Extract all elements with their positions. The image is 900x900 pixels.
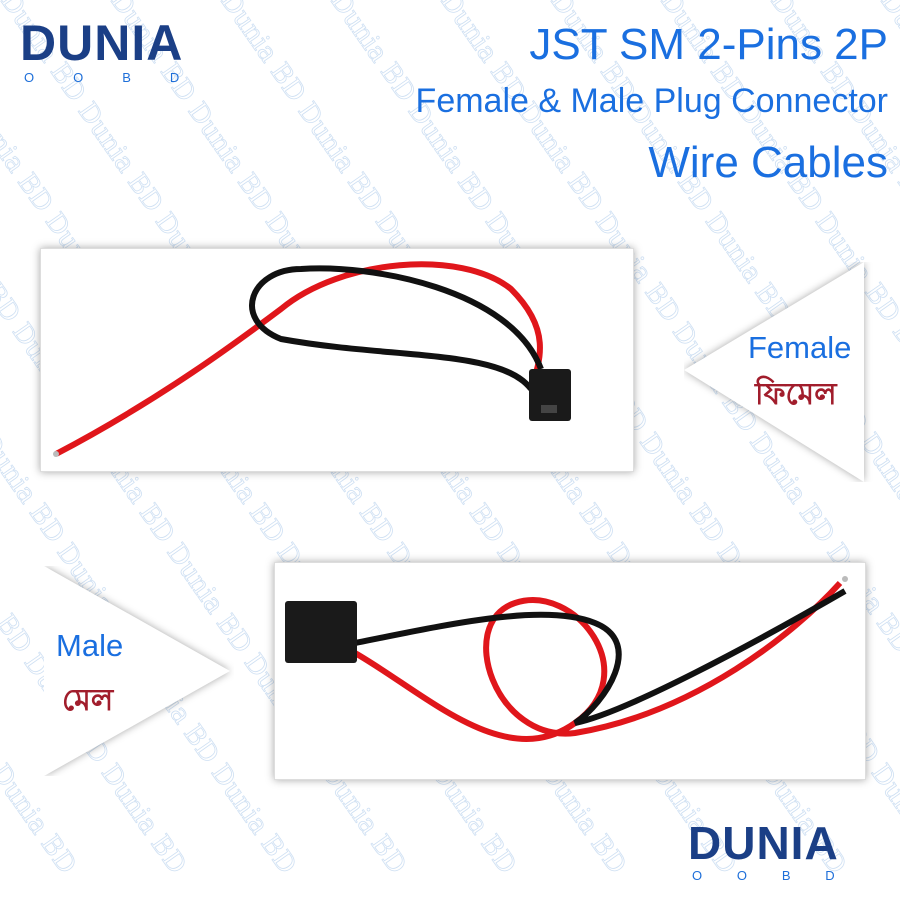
logo-sub-char: O: [736, 868, 748, 883]
logo-sub-char: O: [692, 868, 703, 883]
female-wire-illustration: [53, 261, 571, 457]
male-label-bn: মেল: [62, 683, 114, 718]
title-line1: JST SM 2-Pins 2P: [529, 20, 888, 69]
female-connector-image: [40, 248, 634, 472]
female-label-pointer: [684, 262, 864, 482]
male-label-en: Male: [56, 628, 124, 663]
male-wire-illustration: [285, 576, 848, 742]
logo-sub-char: B: [781, 868, 791, 883]
title-line2: Female & Male Plug Connector: [415, 82, 888, 120]
male-connector-image: [274, 562, 866, 780]
logo-sub-char: O: [24, 70, 35, 85]
female-label-bn: ফিমেল: [755, 377, 837, 412]
logo-text: DUNIA: [688, 817, 839, 869]
logo-sub-char: D: [825, 868, 835, 883]
logo-sub-char: O: [73, 70, 84, 85]
logo-sub-char: B: [122, 70, 131, 85]
brand-logo-bottom: DUNIA O O B D: [688, 820, 839, 883]
brand-logo-top: DUNIA O O B D: [20, 18, 183, 85]
logo-sub-char: D: [169, 70, 180, 85]
logo-text: DUNIA: [20, 15, 184, 71]
female-label-en: Female: [748, 330, 852, 365]
title-line3: Wire Cables: [648, 138, 888, 187]
male-label-pointer: [44, 566, 230, 776]
